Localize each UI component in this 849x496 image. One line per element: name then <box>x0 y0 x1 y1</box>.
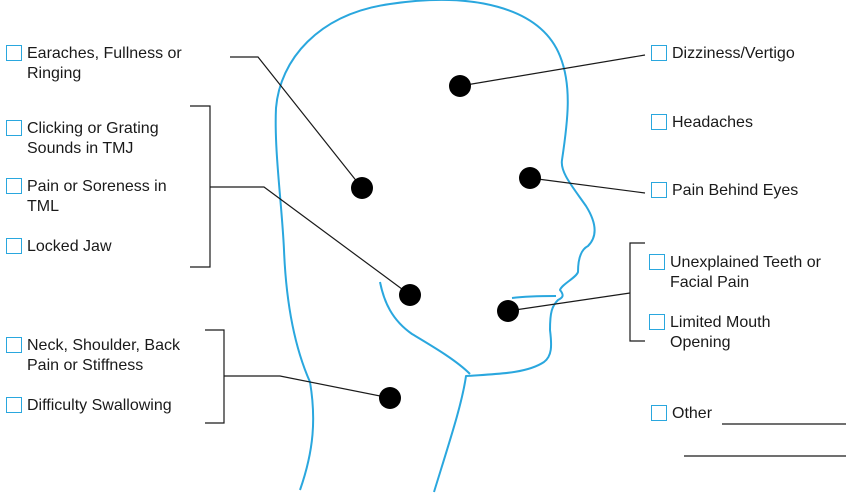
pain-point-icon <box>497 300 519 322</box>
item-headaches[interactable]: Headaches <box>651 113 753 133</box>
pain-point-icon <box>519 167 541 189</box>
pain-point-icon <box>449 75 471 97</box>
checkbox-icon[interactable] <box>6 397 22 413</box>
leader-neck <box>205 329 225 424</box>
leader-tmj <box>190 105 211 268</box>
checkbox-icon[interactable] <box>651 45 667 61</box>
label-pain-tml: Pain or Soreness in TML <box>27 178 167 215</box>
checkbox-icon[interactable] <box>6 178 22 194</box>
label-teeth: Unexplained Teeth or Facial Pain <box>670 254 821 291</box>
head-outline <box>274 0 596 493</box>
checkbox-icon[interactable] <box>6 120 22 136</box>
item-earaches[interactable]: Earaches, Fullness or Ringing <box>6 44 182 84</box>
label-swallowing: Difficulty Swallowing <box>27 397 172 414</box>
checkbox-icon[interactable] <box>651 114 667 130</box>
leader-eyes <box>529 177 646 194</box>
label-clicking: Clicking or Grating Sounds in TMJ <box>27 120 159 157</box>
leader-teeth <box>507 292 631 312</box>
item-pain-tml[interactable]: Pain or Soreness in TML <box>6 177 167 217</box>
leader-earaches <box>230 56 363 189</box>
checkbox-icon[interactable] <box>649 314 665 330</box>
leader-tmj-branch <box>210 186 411 296</box>
label-dizziness: Dizziness/Vertigo <box>672 45 795 62</box>
checkbox-icon[interactable] <box>6 337 22 353</box>
lip-line <box>511 295 557 299</box>
item-other[interactable]: Other <box>651 404 712 424</box>
item-mouth[interactable]: Limited Mouth Opening <box>649 313 771 353</box>
pain-point-icon <box>379 387 401 409</box>
label-neck: Neck, Shoulder, Back Pain or Stiffness <box>27 337 180 374</box>
pain-point-icon <box>399 284 421 306</box>
checkbox-icon[interactable] <box>649 254 665 270</box>
label-mouth: Limited Mouth Opening <box>670 314 771 351</box>
label-locked-jaw: Locked Jaw <box>27 238 112 255</box>
leader-neck-branch <box>224 375 391 399</box>
item-dizziness[interactable]: Dizziness/Vertigo <box>651 44 795 64</box>
leader-dizziness <box>459 54 646 87</box>
item-teeth[interactable]: Unexplained Teeth or Facial Pain <box>649 253 821 293</box>
label-headaches: Headaches <box>672 114 753 131</box>
label-other: Other <box>672 405 713 422</box>
checkbox-icon[interactable] <box>6 45 22 61</box>
label-pain-eyes: Pain Behind Eyes <box>672 182 799 199</box>
leader-teeth-bracket <box>629 242 645 342</box>
item-neck[interactable]: Neck, Shoulder, Back Pain or Stiffness <box>6 336 180 376</box>
item-swallowing[interactable]: Difficulty Swallowing <box>6 396 172 416</box>
jaw-line <box>379 281 471 375</box>
leader-lines <box>190 54 846 457</box>
checkbox-icon[interactable] <box>651 405 667 421</box>
pain-point-icon <box>351 177 373 199</box>
item-locked-jaw[interactable]: Locked Jaw <box>6 237 112 257</box>
item-pain-eyes[interactable]: Pain Behind Eyes <box>651 181 798 201</box>
item-clicking[interactable]: Clicking or Grating Sounds in TMJ <box>6 119 159 159</box>
label-earaches: Earaches, Fullness or Ringing <box>27 45 182 82</box>
pain-points <box>351 75 541 409</box>
checkbox-icon[interactable] <box>651 182 667 198</box>
checkbox-icon[interactable] <box>6 238 22 254</box>
